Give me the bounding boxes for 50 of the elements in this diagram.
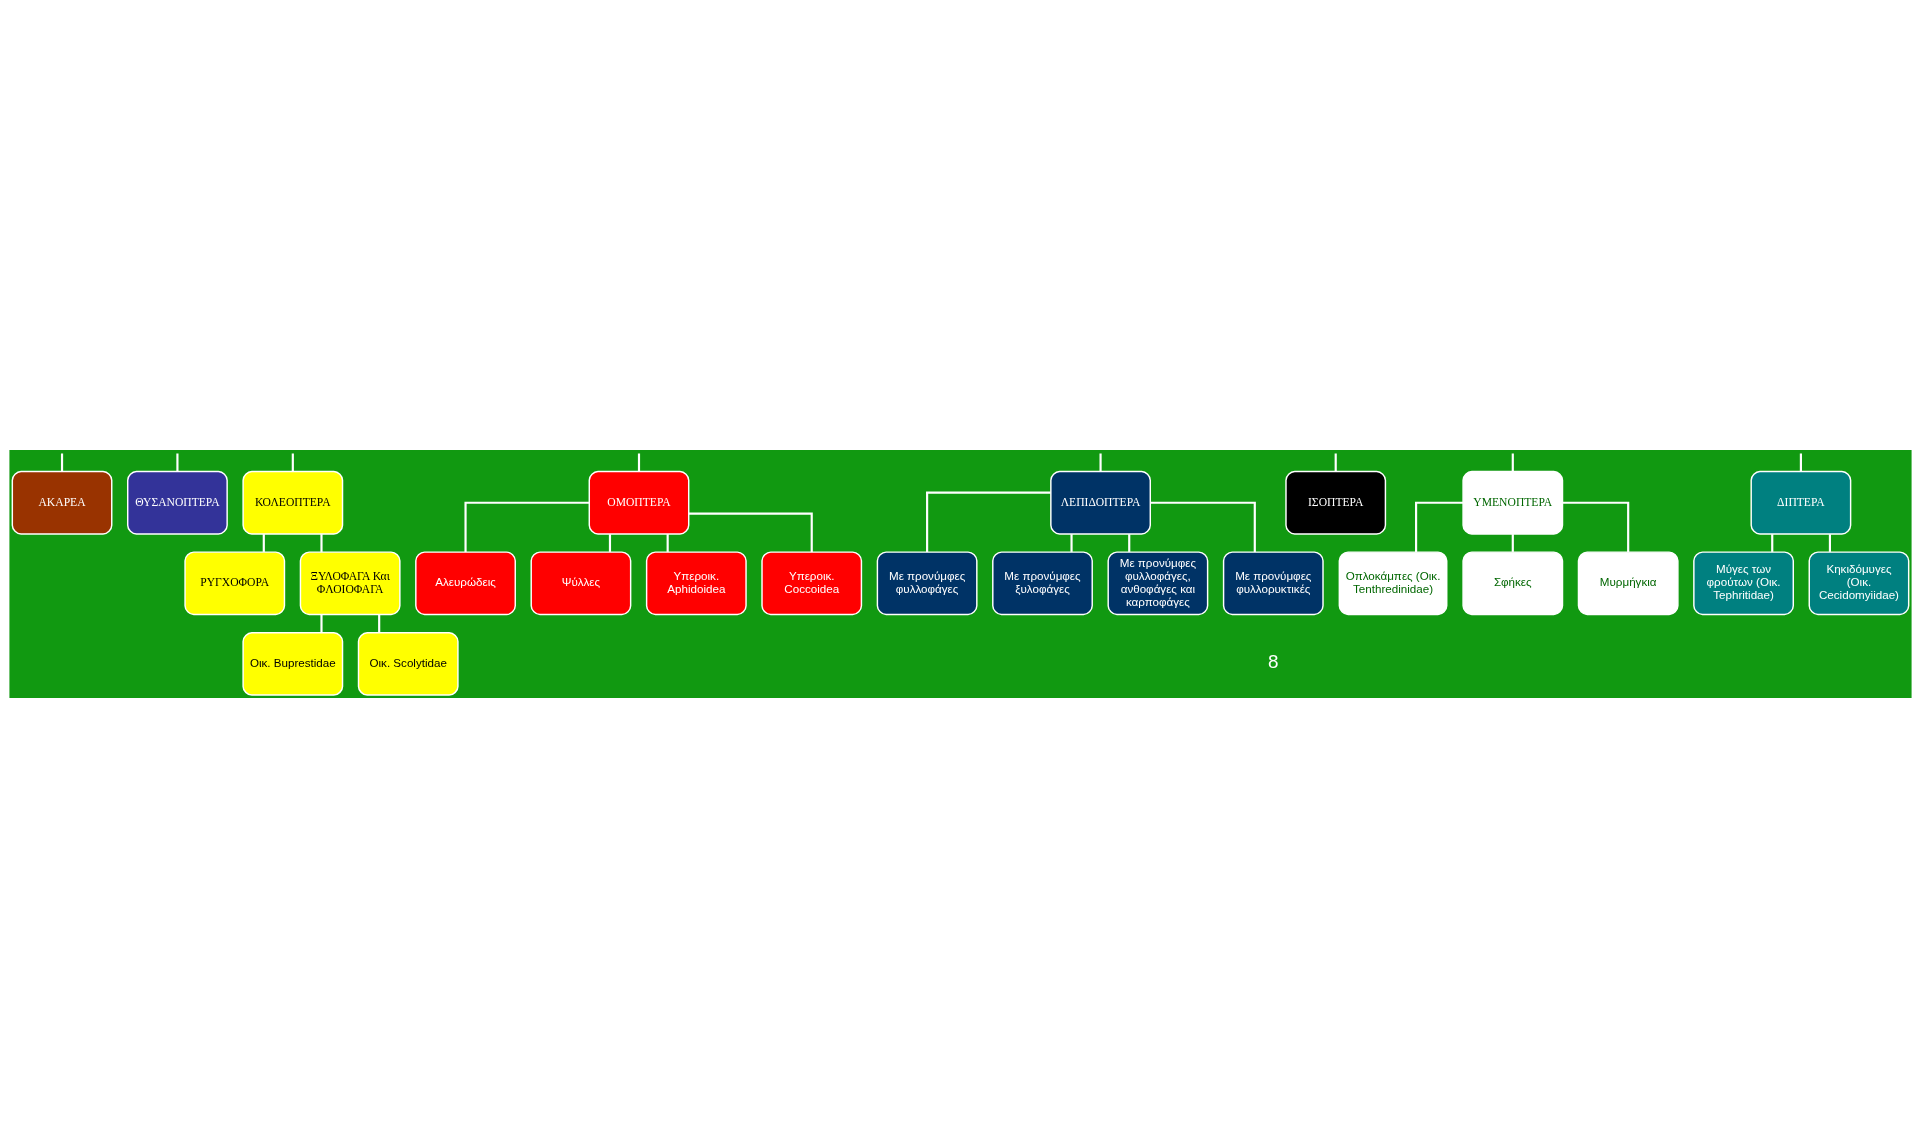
connector [1415,501,1463,552]
node-box: Σφήκες [1462,550,1564,615]
node-box: Με προνύμφες φυλλοφάγες [876,550,978,615]
node-box: ΔΙΠΤΕΡΑ [1750,470,1852,535]
connector [1771,533,1774,552]
node-box: ΑΚΑΡΕΑ [11,470,113,535]
connector [262,533,265,552]
connector [176,453,179,471]
connector [688,512,813,552]
node-box: ΙΣΟΠΤΕΡΑ [1285,470,1387,535]
connector [926,491,1051,552]
connector [320,533,323,552]
connector [320,614,323,632]
node-box: Οικ. Scolytidae [357,631,459,696]
node-box: Με προνύμφες ξυλοφάγες [992,550,1093,615]
node-box: Υπεροικ. Coccoidea [761,550,863,615]
connector [1128,533,1131,552]
connector [1511,453,1514,471]
connector [1828,533,1832,552]
node-box: Οικ. Buprestidae [242,631,344,696]
node-box: Μυρμήγκια [1577,550,1679,615]
node-box: Μύγες των φρούτων (Οικ. Tephritidae) [1693,550,1794,615]
node-box: ΡΥΓΧΟΦΟΡΑ [184,550,286,615]
node-box: ΘΥΣΑΝΟΠΤΕΡΑ [127,470,228,535]
connector [666,533,669,552]
connector [1099,453,1102,471]
connector [1799,453,1802,471]
node-box: ΚΟΛΕΟΠΤΕΡΑ [242,470,344,535]
node-box: Με προνύμφες φυλλορυκτικές [1222,550,1324,615]
node-box: ΟΜΟΠΤΕΡΑ [588,470,690,535]
node-box: ΥΜΕΝΟΠΤΕΡΑ [1462,470,1564,535]
node-box: Με προνύμφες φυλλοφάγες, ανθοφάγες και καρποφάγες [1107,550,1209,615]
connector [1562,501,1630,552]
node-box: ΛΕΠΙΔΟΠΤΕΡΑ [1050,470,1151,535]
node-box: ΞΥΛΟΦΑΓΑ Και ΦΛΟΙΟΦΑΓΑ [299,550,401,615]
connector [637,453,641,471]
connector [464,501,590,552]
node-box: Αλευρώδεις [415,550,516,615]
node-box: Οπλοκάμπες (Οικ. Tenthredinidae) [1338,550,1448,615]
node-box: Ψύλλες [530,550,632,615]
connector [1334,453,1337,471]
node-box: Υπεροικ. Aphidoidea [645,550,747,615]
node-box: Κηκιδόμυγες (Οικ. Cecidomyiidae) [1808,550,1910,615]
connector [60,453,64,471]
connector [291,453,294,471]
connector [1511,533,1514,552]
connector [1070,533,1073,552]
connector [1150,501,1256,552]
label: 8 [1268,650,1279,672]
connector [608,533,612,552]
